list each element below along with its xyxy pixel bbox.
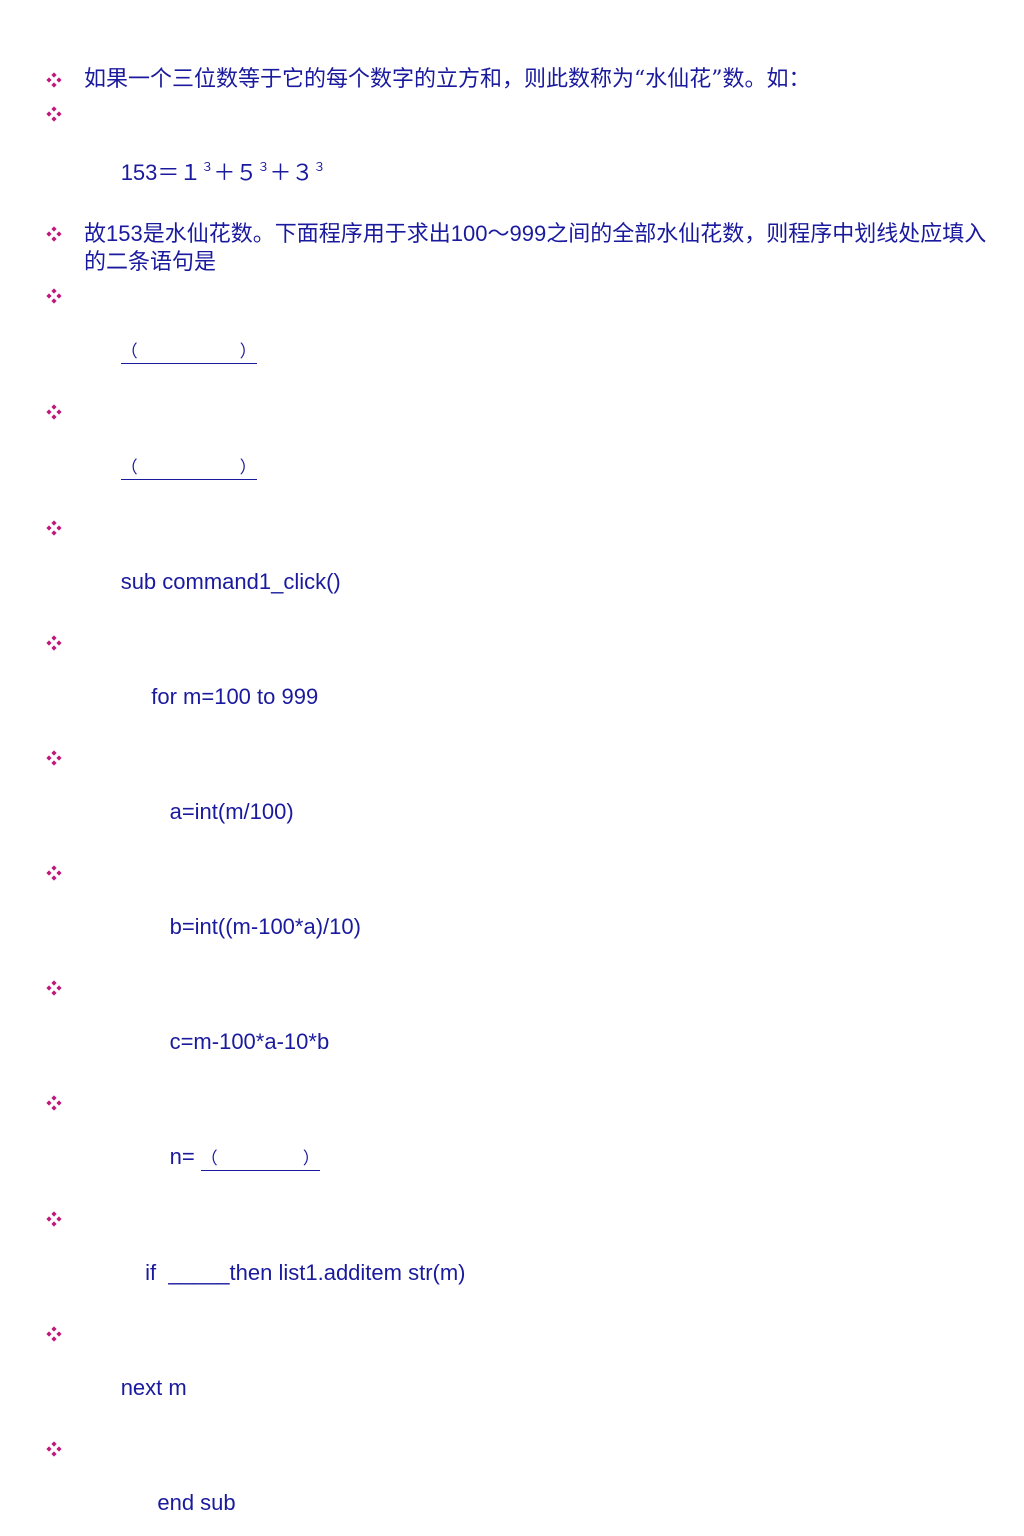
diamond-bullet-icon	[46, 520, 62, 536]
diamond-bullet-icon	[46, 980, 62, 996]
slide: 如果一个三位数等于它的每个数字的立方和，则此数称为“水仙花”数。如： 153＝１…	[46, 67, 987, 1515]
code-text-2: for m=100 to 999	[120, 684, 319, 709]
diamond-bullet-icon	[46, 1211, 62, 1227]
code-line-1: sub command1_click()	[46, 514, 996, 622]
code-text-8: next m	[120, 1375, 187, 1400]
example-part-c: ＋３	[269, 160, 314, 185]
code-text-3: a=int(m/100)	[120, 799, 294, 824]
diamond-bullet-icon	[46, 1326, 62, 1342]
list-item-example: 153＝１３＋５３＋３３	[46, 100, 996, 213]
question-part-e: ～	[487, 222, 510, 247]
answer-blank-2: （ ）	[120, 458, 257, 480]
example-sup-1: ３	[201, 160, 214, 174]
code-text-1: sub command1_click()	[120, 569, 341, 594]
question-part-d: 100	[450, 221, 488, 246]
question-part-f: 999	[509, 221, 547, 246]
question-part-b: 153	[106, 221, 143, 246]
diamond-bullet-icon	[46, 865, 62, 881]
diamond-bullet-icon	[46, 635, 62, 651]
code-line-9: end sub	[46, 1435, 996, 1536]
code-line-6: n= （ ）	[46, 1089, 996, 1198]
list-item-question: 故153是水仙花数。下面程序用于求出100～999之间的全部水仙花数，则程序中划…	[46, 220, 996, 276]
example-sup-2: ３	[257, 160, 270, 174]
diamond-bullet-icon	[46, 404, 62, 420]
bullet-list: 如果一个三位数等于它的每个数字的立方和，则此数称为“水仙花”数。如： 153＝１…	[46, 66, 996, 1536]
question-part-c: 是水仙花数。下面程序用于求出	[142, 222, 451, 247]
question-part-g: 之间的全部水仙花数，则程序中划线处应填入的二条语句是	[84, 222, 987, 275]
code-line-2: for m=100 to 999	[46, 629, 996, 737]
diamond-bullet-icon	[46, 106, 62, 122]
code-text-9: end sub	[120, 1490, 236, 1515]
code-text-6-prefix: n=	[120, 1144, 201, 1169]
list-item-blank-2: （ ）	[46, 398, 996, 507]
code-line-5: c=m-100*a-10*b	[46, 974, 996, 1082]
diamond-bullet-icon	[46, 226, 62, 242]
diamond-bullet-icon	[46, 288, 62, 304]
code-text-4: b=int((m-100*a)/10)	[120, 914, 361, 939]
code-line-3: a=int(m/100)	[46, 744, 996, 852]
code-line-8: next m	[46, 1320, 996, 1428]
code-text-5: c=m-100*a-10*b	[120, 1029, 330, 1054]
diamond-bullet-icon	[46, 1441, 62, 1457]
diamond-bullet-icon	[46, 72, 62, 88]
diamond-bullet-icon	[46, 750, 62, 766]
example-part-a: 153＝１	[120, 160, 202, 185]
list-item-blank-1: （ ）	[46, 282, 996, 391]
code-line-4: b=int((m-100*a)/10)	[46, 859, 996, 967]
answer-blank-3: （ ）	[200, 1149, 320, 1171]
list-item-intro: 如果一个三位数等于它的每个数字的立方和，则此数称为“水仙花”数。如：	[46, 66, 996, 92]
question-part-a: 故	[84, 222, 107, 247]
example-part-b: ＋５	[213, 160, 258, 185]
example-sup-3: ３	[313, 160, 326, 174]
answer-blank-1: （ ）	[120, 342, 257, 364]
code-line-7: if _____then list1.additem str(m)	[46, 1205, 996, 1313]
intro-text: 如果一个三位数等于它的每个数字的立方和，则此数称为“水仙花”数。如：	[84, 67, 811, 92]
code-text-7: if _____then list1.additem str(m)	[120, 1260, 466, 1285]
diamond-bullet-icon	[46, 1095, 62, 1111]
